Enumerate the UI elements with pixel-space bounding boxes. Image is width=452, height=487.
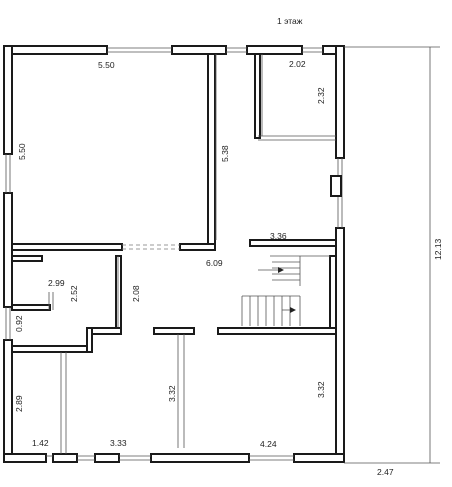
wall-top-right-1 [246,45,303,55]
wall-left-lower [3,339,13,463]
dim-small-room-height: 2.52 [69,285,79,302]
arrow-up-icon [278,267,284,273]
dim-hall-height: 5.38 [220,145,230,162]
wall-left-upper [3,45,13,155]
overall-dimension [344,46,440,464]
wall-top-mid [171,45,227,55]
dim-small-room-width: 2.99 [48,278,65,288]
dim-outside-bottom: 2.47 [377,467,394,477]
interior-walls [11,53,342,454]
wall-corridor-right [217,327,337,335]
wall-corridor-step-v [86,327,93,353]
wall-right-upper [335,45,345,159]
wall-bottom-4 [150,453,250,463]
wall-bottom-3 [94,453,120,463]
wall-util-top [11,255,43,262]
wall-bottom-5 [293,453,345,463]
wall-corridor-left [11,345,88,353]
floor-title: 1 этаж [277,16,303,26]
dim-bottom-center-width: 3.33 [110,438,127,448]
wall-stair-right [329,255,337,331]
wall-hall-bottom [249,239,337,247]
wall-right-notch [330,175,342,197]
wall-corridor-mid [153,327,195,335]
wall-util-mid [11,304,51,311]
dim-lower-right-height: 3.32 [316,381,326,398]
dim-overall-height: 12.13 [433,238,443,260]
wall-bay-left [254,53,261,139]
arrow-right-icon [290,307,296,313]
dim-living-width: 5.50 [98,60,115,70]
dimension-labels: 5.50 5.50 5.38 2.02 2.32 3.36 6.09 12.13… [14,59,443,477]
exterior-walls [3,45,345,463]
dim-bay-width: 2.02 [289,59,306,69]
dim-stair-room: 2.08 [131,285,141,302]
dim-bottom-left-width: 1.42 [32,438,49,448]
wall-util-right [115,255,122,329]
wall-top-left [3,45,108,55]
wall-living-bottom [11,243,123,251]
wall-bottom-2 [52,453,78,463]
dim-lower-center-height: 3.32 [167,385,177,402]
dim-corridor-width: 3.36 [270,231,287,241]
wall-bottom-1 [3,453,47,463]
wall-left-mid [3,192,13,308]
wall-living-hall [207,53,216,245]
dim-bottom-right-width: 4.24 [260,439,277,449]
stair-arrows [258,267,296,313]
wall-living-bottom-r [179,243,216,251]
dim-living-height: 5.50 [17,143,27,160]
dim-span-center: 6.09 [206,258,223,268]
wall-right-lower [335,227,345,463]
dim-lower-left-height: 2.89 [14,395,24,412]
dim-bay-height: 2.32 [316,87,326,104]
windows [5,47,343,461]
dim-niche: 0.92 [14,315,24,332]
